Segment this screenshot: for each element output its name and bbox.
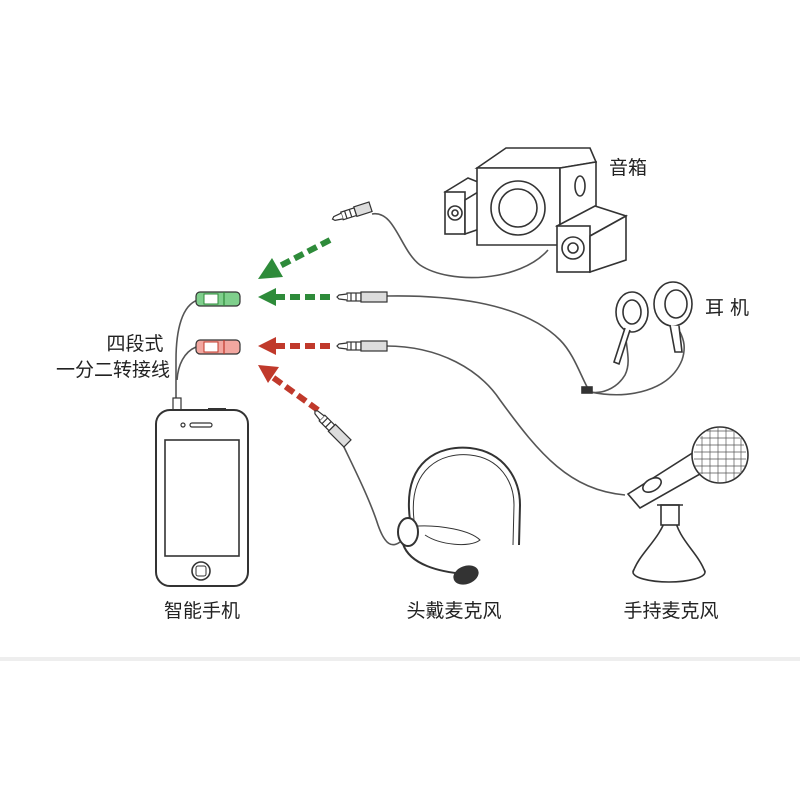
headset-microphone-icon [397,446,522,585]
handheld-mic-cable [385,345,626,496]
speaker-set-icon [443,147,628,274]
headset-mic-cable [342,444,401,546]
earphone-wire-left [589,339,629,394]
speaker-label: 音箱 [609,157,648,179]
adapter-label-line1: 四段式 [106,333,164,355]
bottom-divider [0,657,800,800]
earphone-wire-right [589,331,685,396]
smartphone-icon [155,397,249,587]
earphone-cable [385,295,591,393]
audio-jack-plug-icon [336,291,388,303]
audio-jack-plug-icon [331,201,373,222]
speaker-cable [371,213,549,279]
handheld-microphone-icon [626,426,749,583]
splitter-red-to-phone-cable [176,346,197,381]
audio-jack-plug-icon [336,340,388,352]
headset-mic-label: 头戴麦克风 [406,600,502,622]
audio-jack-plug-icon [314,410,352,448]
cables [175,213,685,546]
green-arrow-speaker [258,237,332,279]
earphone-label: 耳 机 [705,297,750,319]
adapter-label-line2: 一分二转接线 [55,359,170,381]
phone-label: 智能手机 [163,600,240,622]
earphones-icon [581,281,693,394]
handheld-mic-label: 手持麦克风 [623,600,719,622]
splitter-adapter-icon [195,291,241,355]
splitter-to-phone-cable [175,299,199,408]
red-arrow-handheld-mic [258,337,330,355]
green-arrow-earphone [258,288,330,306]
red-arrow-headset-mic [258,365,320,413]
